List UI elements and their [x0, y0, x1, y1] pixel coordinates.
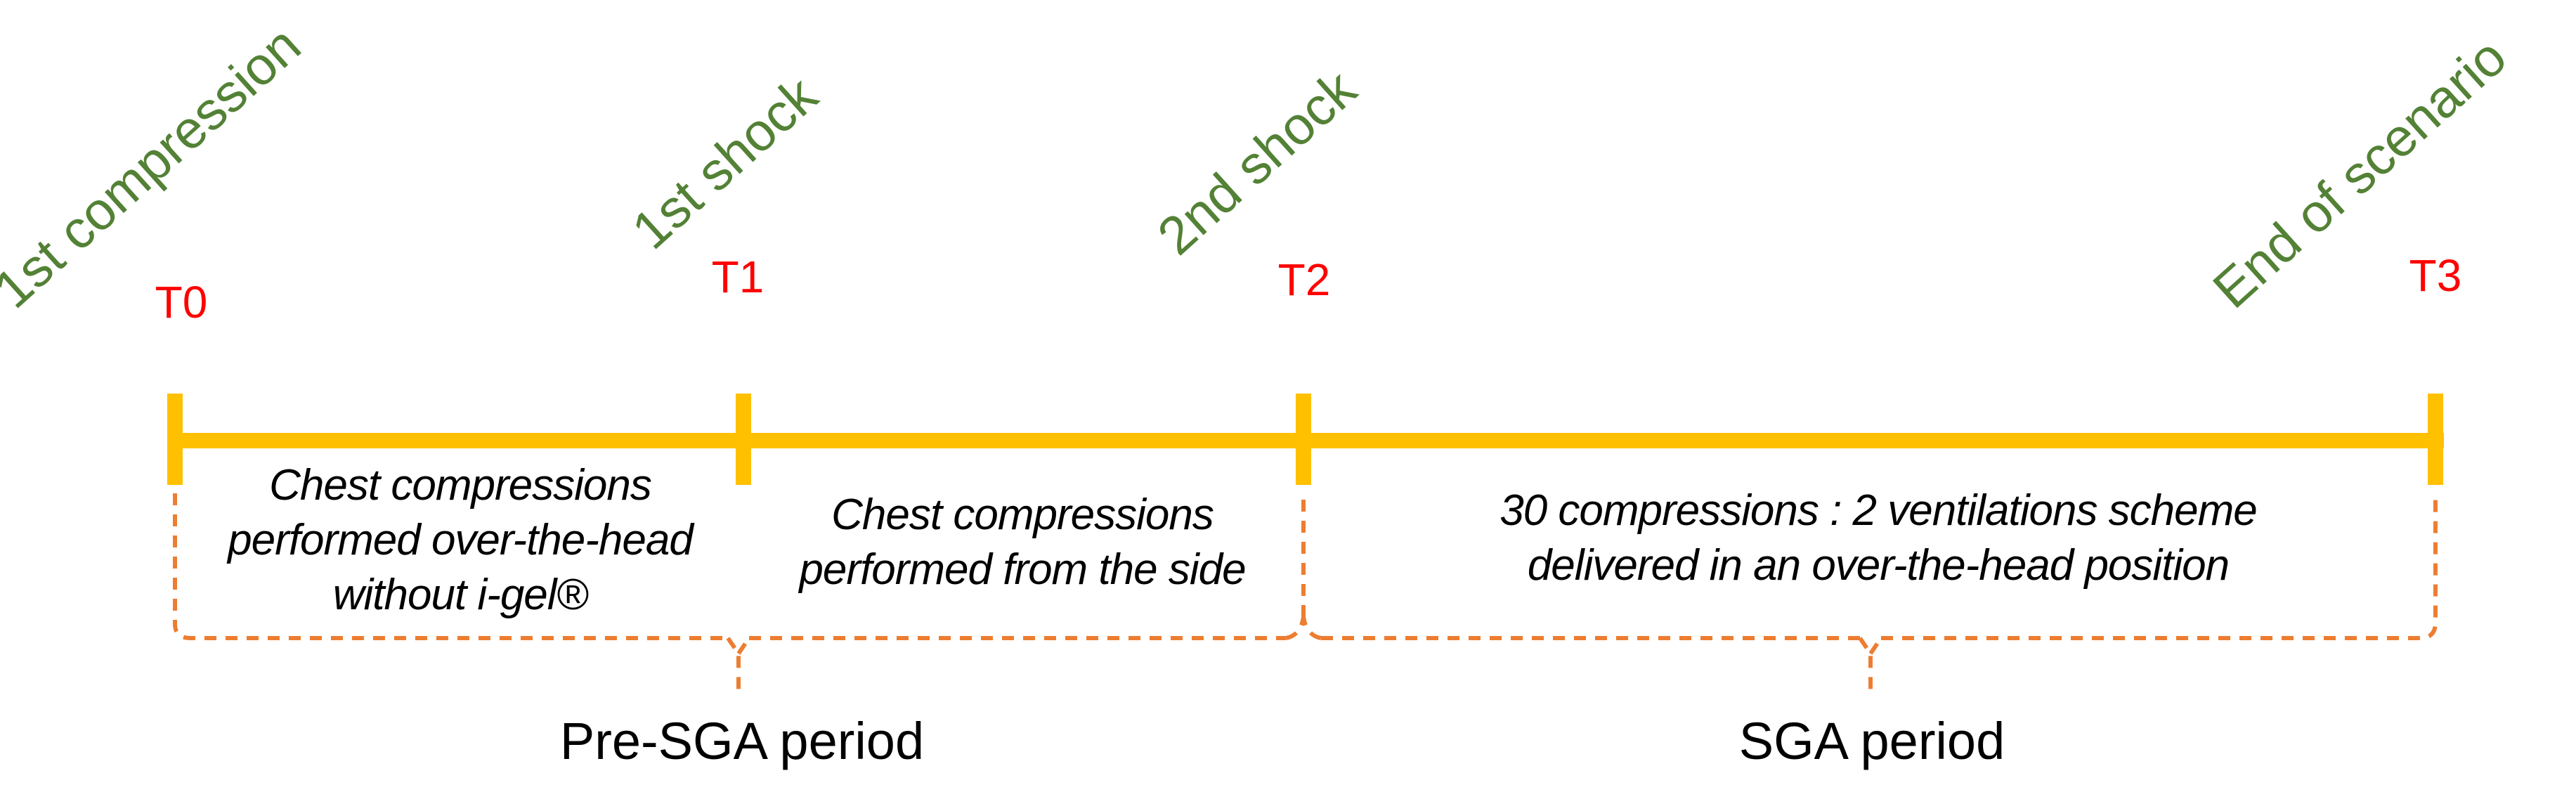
timeline-tick-t3: [2428, 394, 2443, 485]
phase-text-side-compressions: Chest compressions performed from the si…: [745, 488, 1300, 597]
phase-text-line: performed from the side: [799, 545, 1246, 594]
phase-text-line: without i-gel®: [332, 571, 589, 619]
phase-text-sga-scheme: 30 compressions : 2 ventilations scheme …: [1321, 483, 2435, 593]
time-marker-t0: T0: [155, 277, 208, 327]
phase-text-line: 30 compressions : 2 ventilations scheme: [1500, 486, 2258, 535]
pre-sga-brace-tail: [726, 637, 751, 697]
timeline-tick-t2: [1296, 394, 1311, 485]
phase-text-line: Chest compressions: [831, 491, 1214, 539]
phase-text-line: performed over-the-head: [228, 516, 694, 564]
sga-brace-tail: [1858, 637, 1883, 697]
pre-sga-brace-left: [173, 493, 728, 640]
timeline-tick-t1: [736, 394, 751, 485]
sga-brace-right: [1881, 493, 2438, 640]
period-label-sga: SGA period: [1738, 712, 2005, 770]
time-marker-t2: T2: [1277, 254, 1331, 305]
phase-text-pre-sga-overhead: Chest compressions performed over-the-he…: [176, 458, 745, 623]
timeline-tick-t0: [167, 394, 183, 485]
phase-text-line: delivered in an over-the-head position: [1527, 541, 2230, 590]
t2-junction-feet: [1285, 616, 1322, 640]
time-marker-t1: T1: [711, 252, 765, 302]
phase-text-line: Chest compressions: [269, 461, 652, 509]
period-label-pre-sga: Pre-SGA period: [559, 712, 925, 770]
time-marker-t3: T3: [2409, 250, 2462, 301]
